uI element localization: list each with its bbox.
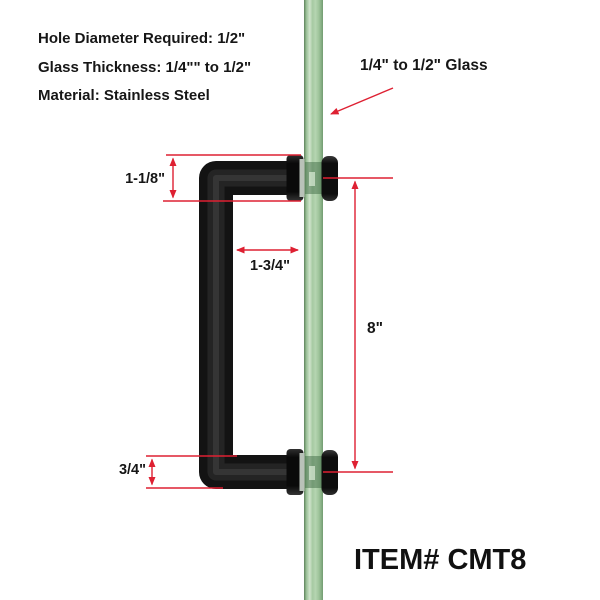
glass-panel-edge xyxy=(304,0,306,600)
glass-callout-label: 1/4" to 1/2" Glass xyxy=(360,57,488,74)
mount-ring-bottom xyxy=(299,453,305,491)
spec-material: Material: Stainless Steel xyxy=(38,87,210,104)
mount-flange-top xyxy=(286,155,304,201)
item-number-label: ITEM# CMT8 xyxy=(354,544,527,576)
glass-pointer-arrow xyxy=(330,87,394,115)
spec-hole-diameter: Hole Diameter Required: 1/2" xyxy=(38,30,246,47)
glass-fitting-top-highlight xyxy=(309,172,315,186)
dim-mount-height-label: 1-1/8" xyxy=(125,171,165,187)
spec-glass-thickness: Glass Thickness: 1/4"" to 1/2" xyxy=(38,58,252,76)
dimension-lines xyxy=(146,87,394,489)
dim-hole-spacing-label: 8" xyxy=(367,320,383,337)
dim-tube-diameter-label: 3/4" xyxy=(118,462,146,478)
mount-flange-bottom xyxy=(286,449,304,495)
glass-fitting-bottom-highlight xyxy=(309,466,315,480)
handle-body-highlight xyxy=(213,175,287,475)
glass-panel xyxy=(304,0,323,600)
handle-body xyxy=(199,161,287,489)
dim-standoff-label: 1-3/4" xyxy=(250,258,290,274)
spec-list: Hole Diameter Required: 1/2" Glass Thick… xyxy=(38,30,251,116)
mount-ring-top xyxy=(299,159,305,197)
